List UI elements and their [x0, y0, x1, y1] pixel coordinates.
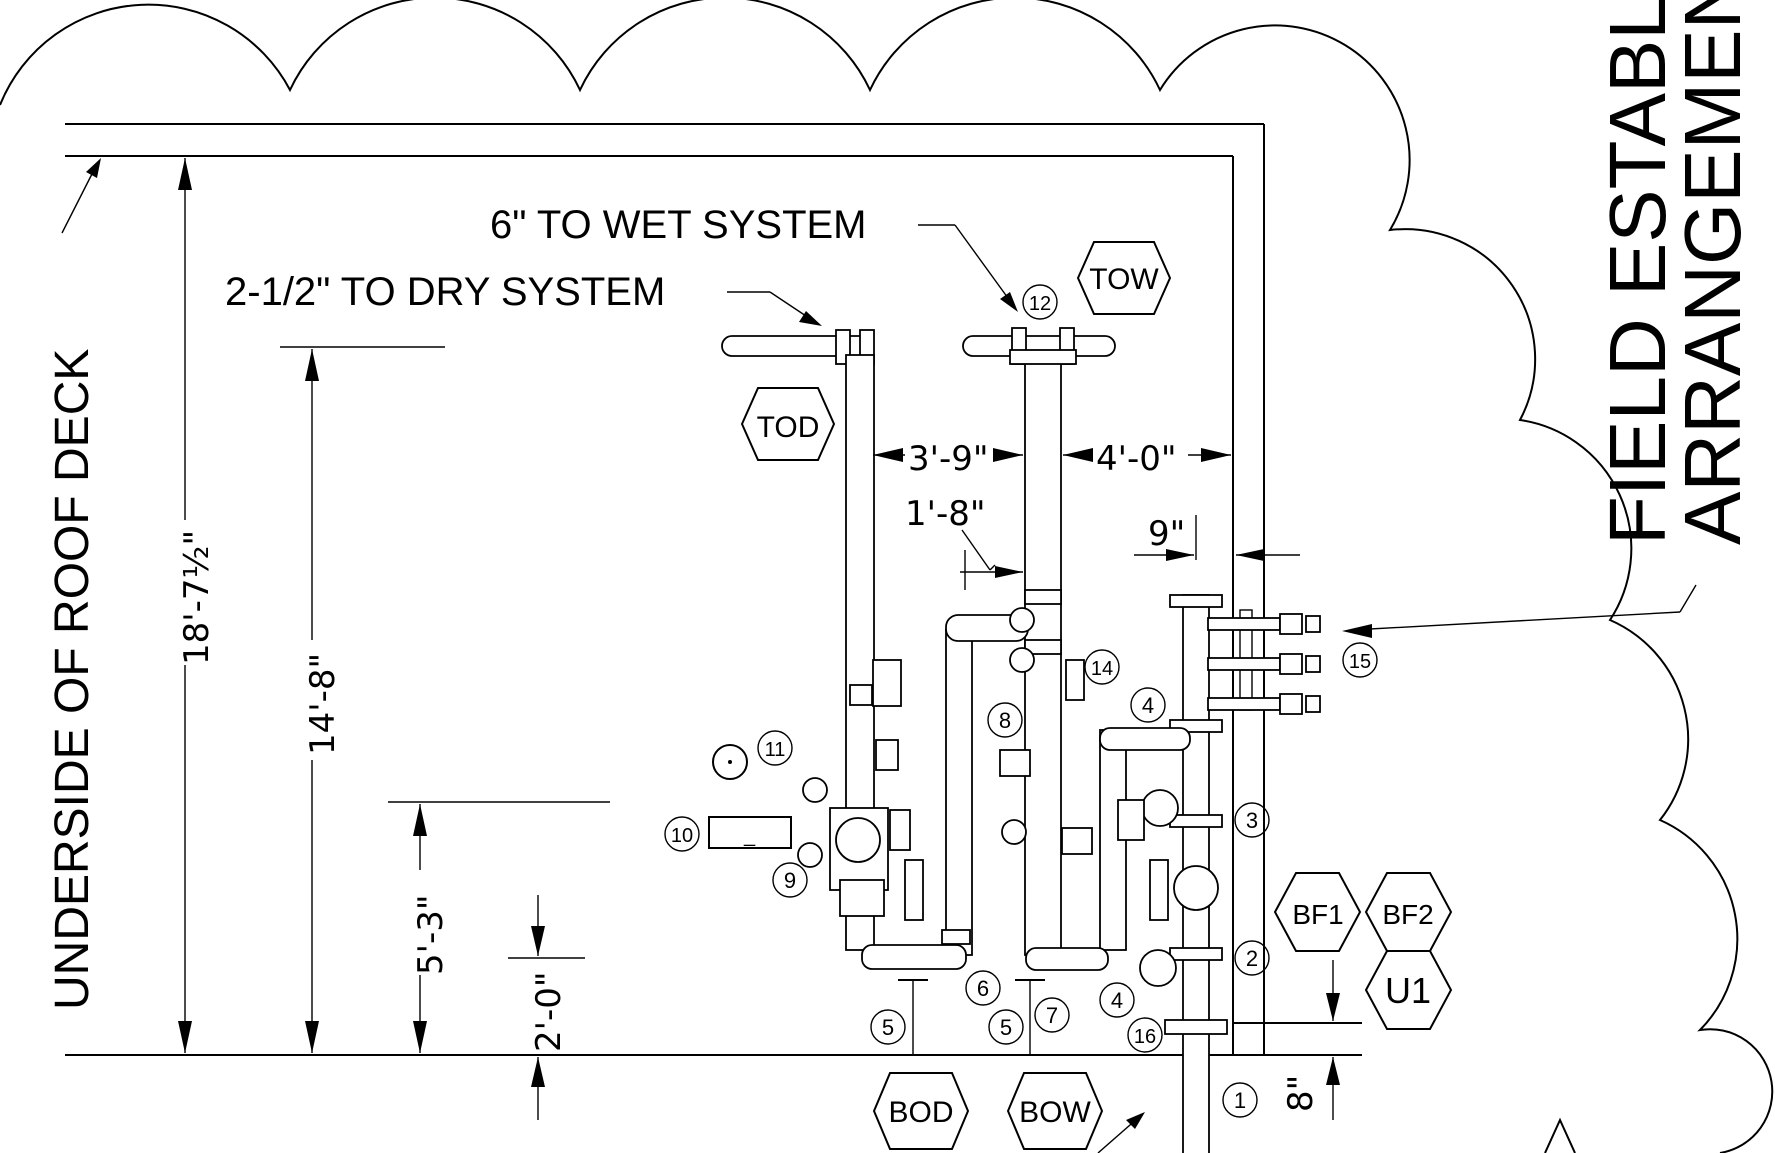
title-line-1: FIELD ESTABLI — [1593, 0, 1682, 545]
dim-span-4-0-label: 4'-0" — [1096, 439, 1177, 479]
alarm-device — [712, 744, 748, 780]
title-line-2: ARRANGEMEN — [1668, 0, 1757, 545]
alarm-device-dot — [728, 760, 732, 764]
svg-text:6: 6 — [977, 976, 989, 1001]
svg-text:BOW: BOW — [1019, 1096, 1091, 1129]
sign-plate — [708, 816, 792, 849]
dim-overall-height — [150, 158, 225, 1056]
svg-text:14: 14 — [1091, 658, 1113, 680]
wet-riser-trim — [999, 607, 1093, 855]
svg-text:4: 4 — [1142, 693, 1154, 718]
test-header-valves — [1207, 609, 1321, 715]
backflow-preventer — [1117, 789, 1219, 987]
dim-offset-8-label: 8" — [1281, 1075, 1321, 1112]
dim-5-3 — [388, 801, 610, 1053]
callout-10: 10 — [664, 816, 700, 852]
callout-5a: 5 — [870, 1009, 906, 1045]
hex-tow: TOW — [1076, 241, 1172, 315]
svg-text:15: 15 — [1349, 651, 1371, 673]
svg-text:2: 2 — [1246, 946, 1258, 971]
pipe-supports — [898, 979, 1045, 1055]
main-supply-riser — [1025, 594, 1228, 1153]
revision-triangle — [1544, 1117, 1576, 1153]
callout-2: 2 — [1234, 940, 1270, 976]
svg-text:TOD: TOD — [757, 411, 820, 444]
building-outline — [65, 123, 1362, 1056]
svg-text:10: 10 — [671, 825, 693, 847]
callout-12: 12 — [1022, 284, 1058, 320]
dim-span-3-9 — [873, 448, 1023, 462]
dim-span-4-0 — [1063, 430, 1234, 470]
svg-text:BF1: BF1 — [1292, 899, 1343, 930]
hex-bf2: BF2 — [1364, 872, 1453, 952]
hex-tod: TOD — [740, 387, 836, 461]
svg-text:1: 1 — [1234, 1088, 1246, 1113]
svg-text:16: 16 — [1134, 1026, 1156, 1048]
dim-offset-1-8 — [960, 529, 1023, 590]
hex-bod: BOD — [872, 1072, 970, 1150]
dim-offset-9-label: 9" — [1148, 514, 1185, 554]
supply-leader — [1097, 1112, 1145, 1153]
dim-overall-height-label: 18'-7½" — [177, 530, 217, 665]
svg-text:7: 7 — [1046, 1003, 1058, 1028]
svg-text:9: 9 — [784, 868, 796, 893]
dim-span-3-9-label: 3'-9" — [908, 439, 989, 479]
callout-15: 15 — [1342, 642, 1378, 678]
dim-14-8-label: 14'-8" — [303, 653, 343, 755]
svg-text:11: 11 — [765, 739, 786, 761]
callout-11: 11 — [757, 730, 793, 766]
svg-text:3: 3 — [1246, 808, 1258, 833]
roof-deck-leader — [61, 158, 101, 234]
dry-system-leader — [727, 291, 822, 326]
dim-offset-1-8-label: 1'-8" — [905, 494, 986, 534]
test-header-leader — [1342, 584, 1697, 638]
hex-bow: BOW — [1006, 1072, 1104, 1150]
dim-offset-8 — [1326, 960, 1340, 1120]
wet-system-label: 6" TO WET SYSTEM — [490, 203, 867, 247]
svg-text:TOW: TOW — [1089, 263, 1159, 296]
hex-u1: U1 — [1364, 950, 1453, 1030]
dry-system-label: 2-1/2" TO DRY SYSTEM — [225, 270, 665, 314]
callout-7: 7 — [1034, 997, 1070, 1033]
svg-text:U1: U1 — [1385, 970, 1431, 1011]
dim-2-0-label: 2'-0" — [529, 971, 569, 1052]
dim-2-0 — [508, 895, 585, 1120]
callout-4b: 4 — [1099, 982, 1135, 1018]
svg-text:BF2: BF2 — [1382, 899, 1433, 930]
roof-deck-label: UNDERSIDE OF ROOF DECK — [46, 349, 99, 1010]
callout-3: 3 — [1234, 802, 1270, 838]
wet-riser-cap — [1009, 349, 1077, 365]
hex-bf1: BF1 — [1273, 872, 1362, 952]
callout-9: 9 — [772, 862, 808, 898]
dim-14-8 — [280, 346, 445, 1053]
callout-5b: 5 — [988, 1009, 1024, 1045]
sign-plate-text: _ — [743, 825, 756, 847]
svg-text:5: 5 — [1000, 1015, 1012, 1040]
dim-offset-9 — [1134, 515, 1300, 561]
svg-text:8: 8 — [999, 708, 1011, 733]
dry-valve-assembly — [797, 659, 924, 921]
callout-8: 8 — [987, 702, 1023, 738]
wet-bypass-loop — [861, 589, 1062, 970]
wet-system-leader — [918, 224, 1018, 312]
callout-1: 1 — [1222, 1082, 1258, 1118]
callout-4a: 4 — [1130, 687, 1166, 723]
svg-text:BOD: BOD — [888, 1096, 953, 1129]
callout-14: 14 — [1084, 649, 1120, 685]
svg-text:12: 12 — [1029, 293, 1051, 315]
svg-text:5: 5 — [882, 1015, 894, 1040]
svg-text:4: 4 — [1111, 988, 1123, 1013]
dim-5-3-label: 5'-3" — [411, 894, 451, 975]
callout-6: 6 — [965, 970, 1001, 1006]
callout-16: 16 — [1127, 1017, 1163, 1053]
